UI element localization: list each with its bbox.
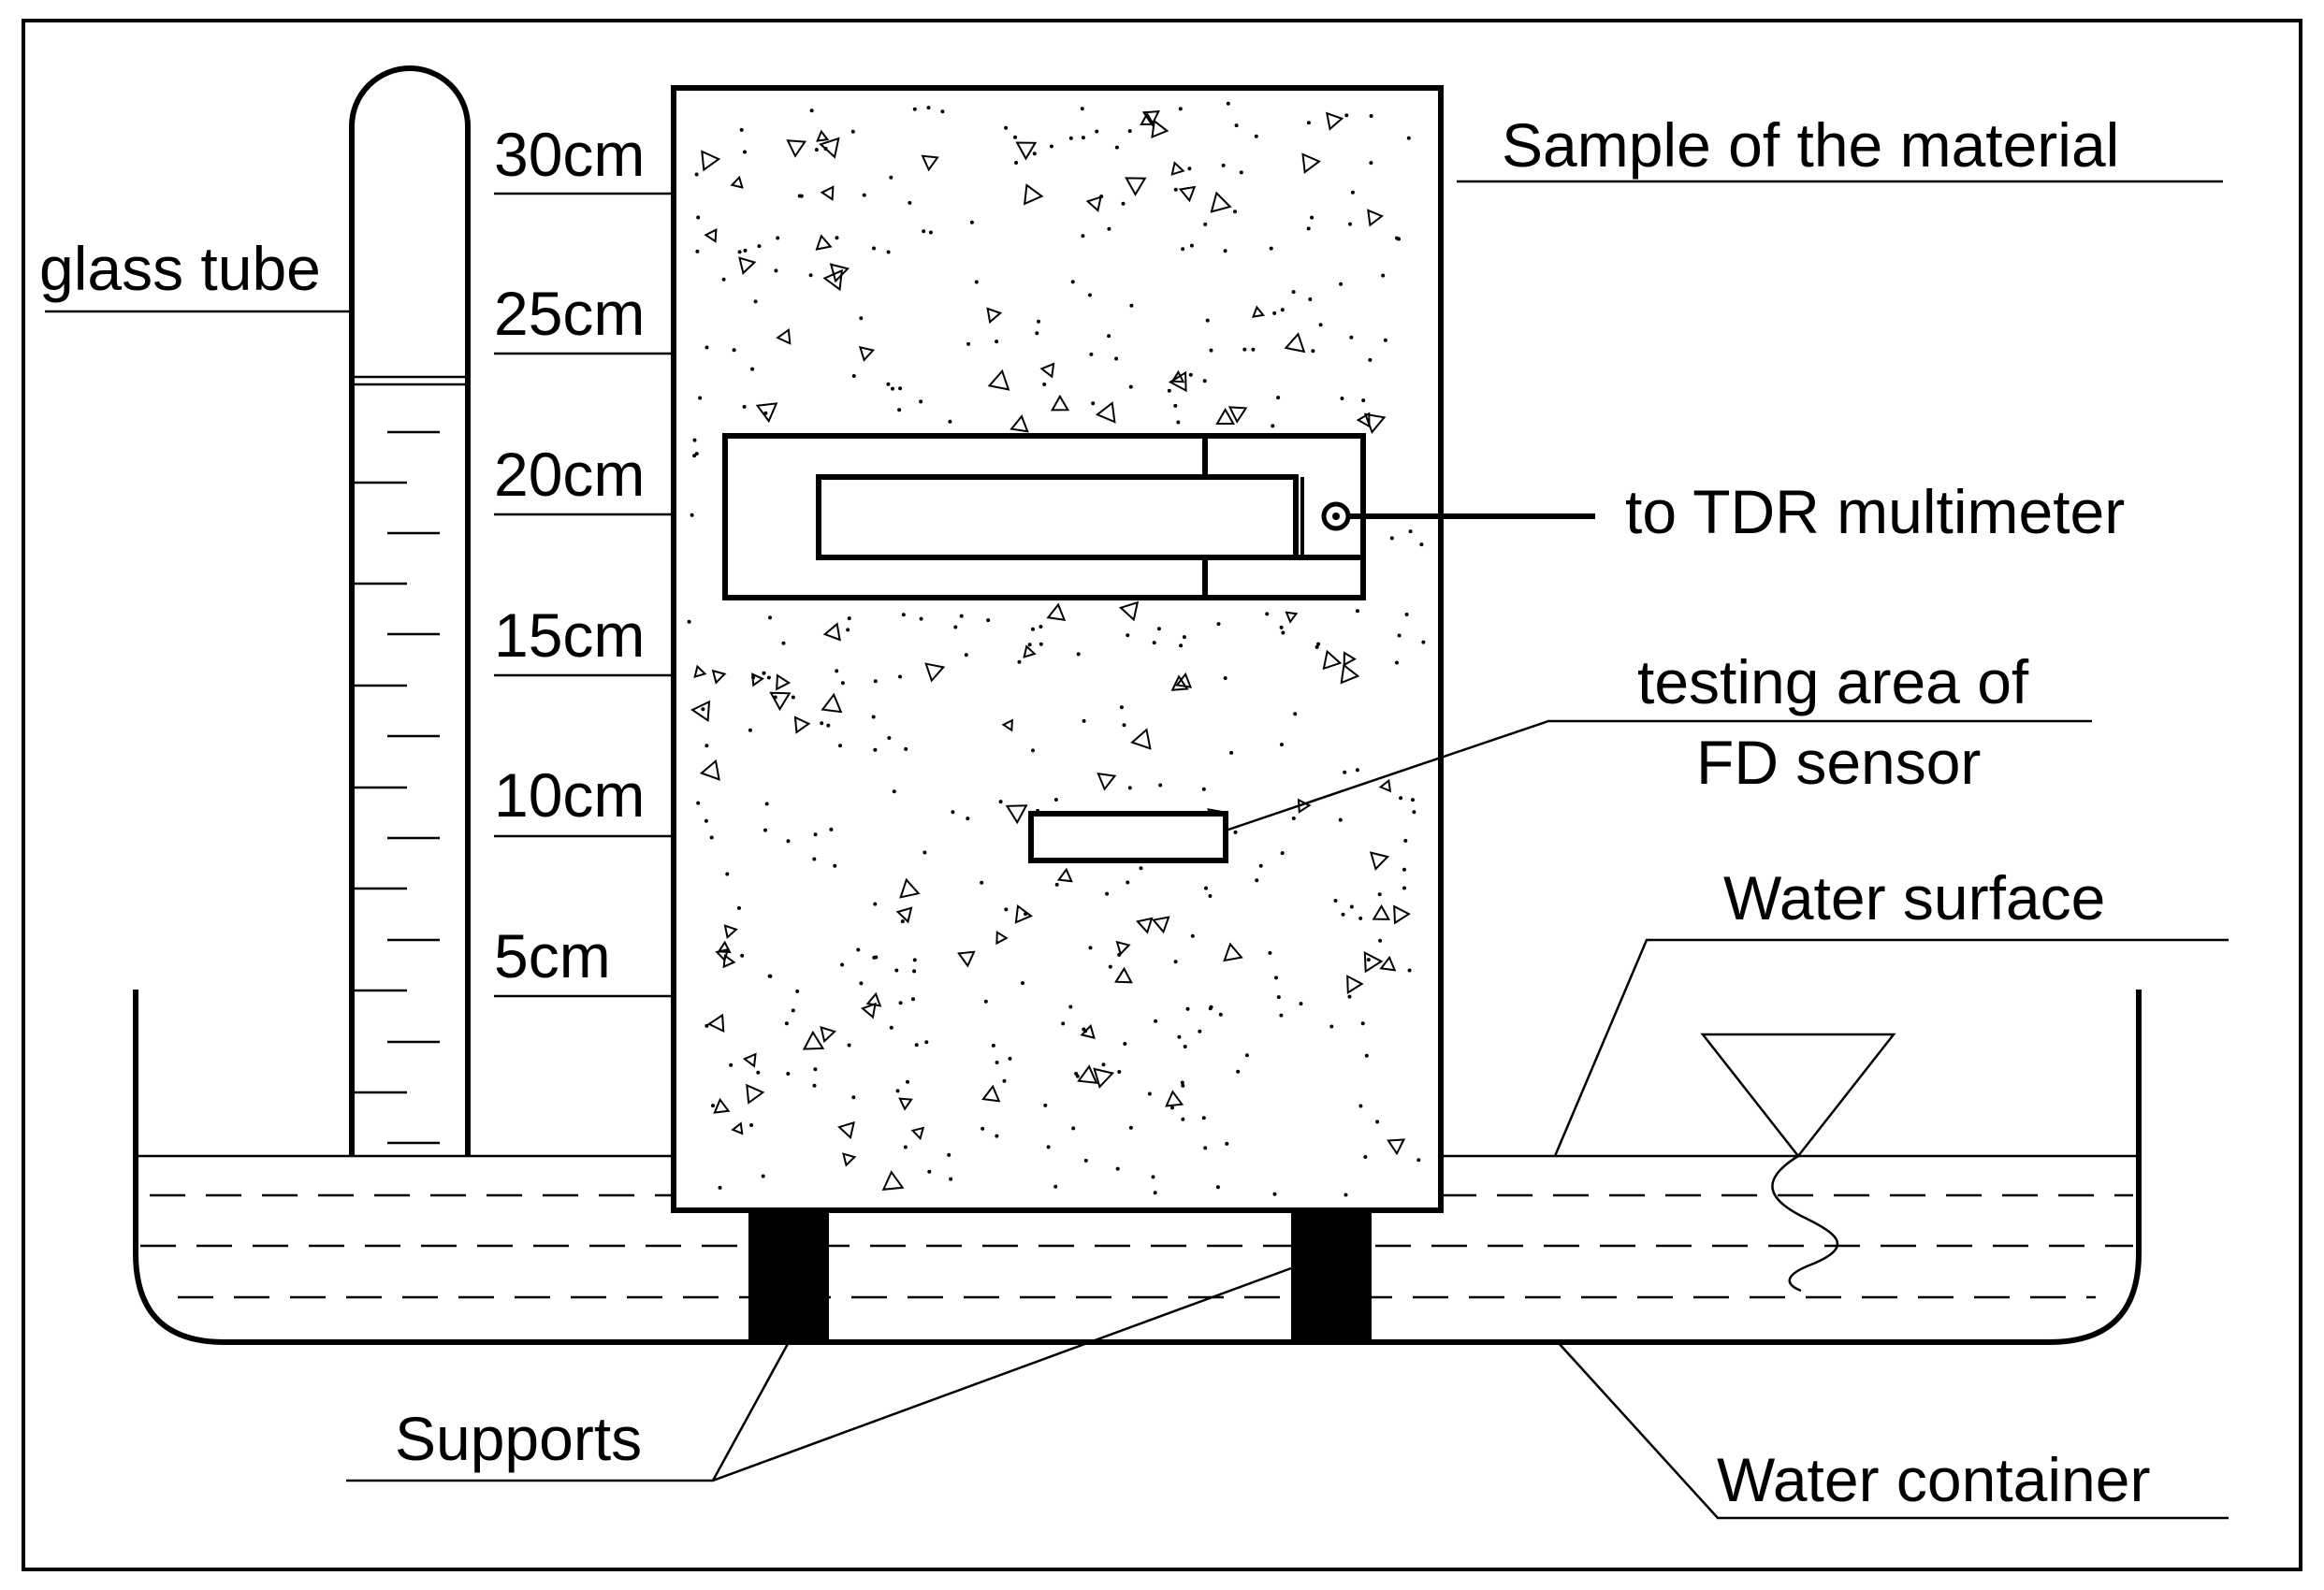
- sample-texture: [687, 101, 1426, 1197]
- support-right: [1291, 1210, 1372, 1342]
- scale-label-20cm: 20cm: [494, 440, 645, 509]
- sample-block: [671, 85, 1444, 1213]
- water-container-leader: [1557, 1341, 2229, 1520]
- fd-sensor-area: [1028, 811, 1228, 863]
- height-scale: 30cm 25cm 20cm 15cm 10cm 5cm: [494, 120, 674, 998]
- supports-leader: [346, 1266, 1292, 1482]
- water-level-symbol-icon: [1700, 1033, 1896, 1293]
- fd-label-line1: testing area of: [1637, 647, 2029, 716]
- glass-tube-water: [355, 375, 465, 1145]
- figure-border: [22, 19, 2302, 1571]
- glass-tube-label: glass tube: [39, 234, 321, 303]
- fd-label-line2: FD sensor: [1696, 728, 1981, 797]
- glass-tube: [349, 65, 471, 1156]
- scale-label-25cm: 25cm: [494, 279, 645, 348]
- supports-label: Supports: [395, 1404, 642, 1473]
- water-surface-leader: [1553, 938, 2229, 1157]
- scale-label-10cm: 10cm: [494, 760, 645, 830]
- fd-sensor-leader: [1225, 719, 2092, 832]
- support-left: [748, 1210, 829, 1342]
- water-container: [133, 990, 2142, 1345]
- water-container-label: Water container: [1717, 1445, 2150, 1514]
- scale-label-30cm: 30cm: [494, 120, 645, 189]
- water-surface-label: Water surface: [1723, 863, 2105, 932]
- scale-label-5cm: 5cm: [494, 921, 611, 990]
- water-dashes: [140, 1193, 2133, 1299]
- tdr-probe: [722, 433, 1366, 600]
- sample-label: Sample of the material: [1502, 110, 2119, 180]
- scale-label-15cm: 15cm: [494, 600, 645, 670]
- tdr-label: to TDR multimeter: [1625, 477, 2125, 546]
